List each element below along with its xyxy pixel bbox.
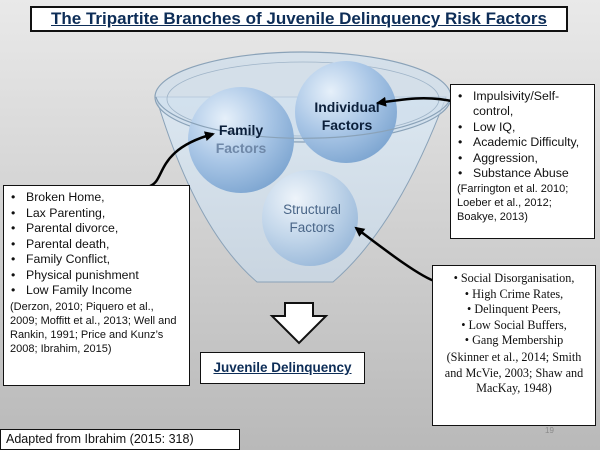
list-item: Social Disorganisation,: [439, 271, 589, 287]
juvenile-delinquency-label: Juvenile Delinquency: [213, 360, 352, 375]
list-item: Family Conflict,: [10, 252, 183, 268]
list-item: Aggression,: [457, 151, 588, 167]
list-item: Substance Abuse: [457, 166, 588, 182]
arrow-family-icon: [149, 131, 215, 188]
juvenile-delinquency-box: Juvenile Delinquency: [200, 352, 365, 384]
page-number: 19: [545, 426, 554, 435]
list-item: Physical punishment: [10, 268, 183, 284]
list-item: Low IQ,: [457, 120, 588, 136]
structural-factors-circle: [262, 170, 358, 266]
structural-factors-citation: (Skinner et al., 2014; Smith and McVie, …: [444, 349, 584, 396]
list-item: Parental death,: [10, 237, 183, 253]
arrow-structural-icon: [354, 226, 438, 284]
list-item: Lax Parenting,: [10, 206, 183, 222]
list-item: Gang Membership: [439, 333, 589, 349]
family-factors-citation: (Derzon, 2010; Piquero et al., 2009; Mof…: [10, 300, 177, 355]
structural-factors-label-line1: Structural: [283, 202, 341, 217]
list-item: Low Family Income: [10, 283, 183, 299]
list-item: Low Social Buffers,: [439, 318, 589, 334]
individual-factors-label-line2: Factors: [322, 117, 373, 133]
individual-factors-list: Impulsivity/Self-control, Low IQ, Academ…: [457, 89, 588, 182]
down-arrow-icon: [269, 302, 329, 345]
title-box: The Tripartite Branches of Juvenile Deli…: [30, 6, 568, 32]
page-title: The Tripartite Branches of Juvenile Deli…: [51, 9, 547, 28]
list-item: Parental divorce,: [10, 221, 183, 237]
source-note: Adapted from Ibrahim (2015: 318): [0, 429, 240, 450]
funnel-rim-front: [155, 96, 452, 139]
structural-factors-list: Social Disorganisation, High Crime Rates…: [439, 271, 589, 349]
list-item: Delinquent Peers,: [439, 302, 589, 318]
arrow-individual-icon: [376, 96, 457, 107]
structural-factors-box: Social Disorganisation, High Crime Rates…: [432, 265, 596, 426]
individual-factors-citation: (Farrington et al. 2010; Loeber et al., …: [457, 183, 569, 224]
family-factors-list: Broken Home, Lax Parenting, Parental div…: [10, 190, 183, 299]
list-item: Broken Home,: [10, 190, 183, 206]
individual-factors-label-line1: Individual: [314, 99, 379, 115]
list-item: High Crime Rates,: [439, 287, 589, 303]
list-item: Impulsivity/Self-control,: [457, 89, 588, 120]
individual-factors-box: Impulsivity/Self-control, Low IQ, Academ…: [450, 84, 595, 239]
list-item: Academic Difficulty,: [457, 135, 588, 151]
family-factors-box: Broken Home, Lax Parenting, Parental div…: [3, 185, 190, 386]
family-factors-label-line2: Factors: [216, 140, 267, 156]
family-factors-label-line1: Family: [219, 122, 264, 138]
structural-factors-label-line2: Factors: [289, 220, 334, 235]
family-factors-circle: [188, 87, 294, 193]
